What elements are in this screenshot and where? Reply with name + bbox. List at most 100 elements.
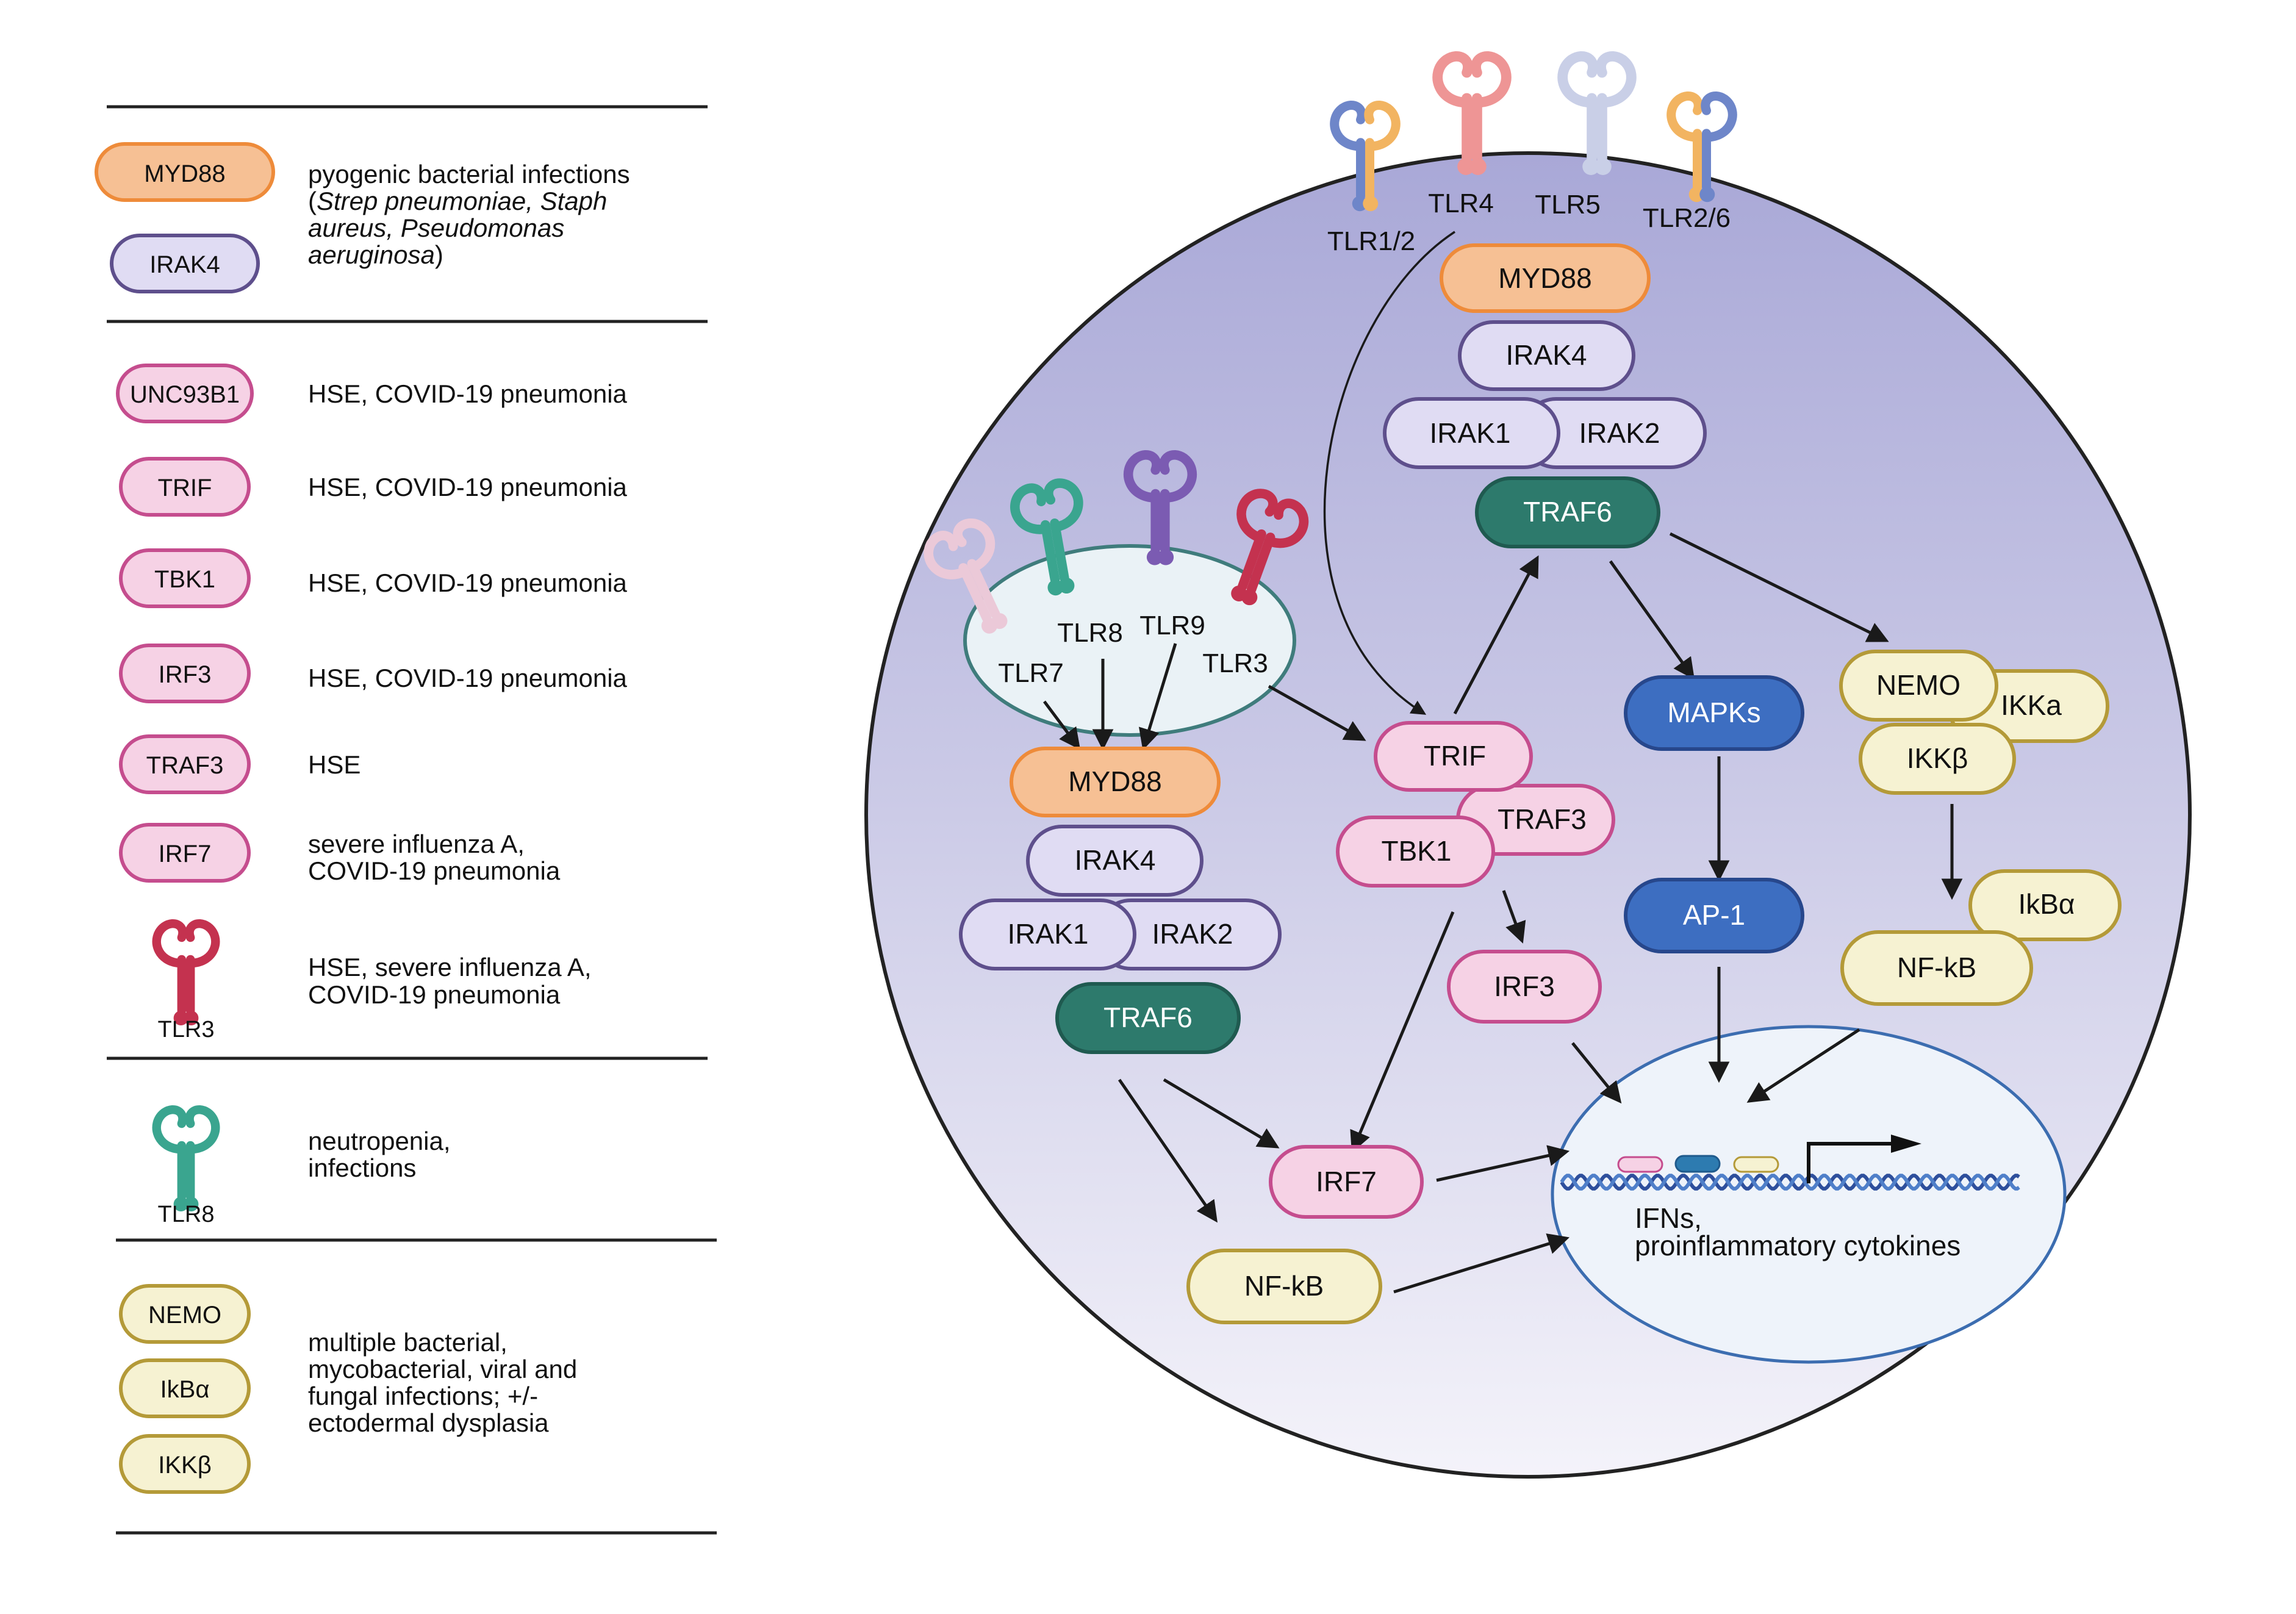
arrow-traf6-to-irf7 <box>1163 1078 1280 1149</box>
legend-row-unc93b1: UNC93B1 HSE, COVID-19 pneumonia <box>116 364 628 423</box>
legend-description: HSE, COVID-19 pneumonia <box>308 379 628 408</box>
node-label: MYD88 <box>1068 766 1161 797</box>
node-ap1: AP-1 <box>1624 878 1804 953</box>
pill-shape <box>95 142 275 202</box>
legend-description: pyogenic bacterial infections(Strep pneu… <box>308 160 630 269</box>
gene-segments <box>1617 1155 1779 1173</box>
arrow-nfkb-to-nucleus <box>1746 1028 1860 1103</box>
pill-shape <box>110 234 260 293</box>
legend-pill-label: MYD88 <box>144 160 225 187</box>
pill-shape <box>119 548 251 608</box>
arrow-tbk1-to-irf7 <box>1350 911 1455 1153</box>
arrow-traf6-to-mapks <box>1609 560 1695 680</box>
legend-receptor-label: TLR3 <box>158 1017 215 1042</box>
endosome-traf6: TRAF6 <box>1055 982 1241 1054</box>
arrow-tlr9-to-myd88 <box>1138 643 1177 751</box>
arrow-tlr3-to-trif <box>1268 684 1366 741</box>
legend-row-trif: TRIF HSE, COVID-19 pneumonia <box>119 457 628 517</box>
tlr3-receptor-icon <box>152 919 220 1025</box>
legend-row-tbk1: TBK1 HSE, COVID-19 pneumonia <box>119 548 628 608</box>
tlr7-receptor-icon <box>924 518 1008 634</box>
pill-shape <box>1624 675 1804 751</box>
pill-shape <box>1839 650 1998 722</box>
surface-myd88: MYD88 <box>1440 243 1651 313</box>
arrow-tbk1-to-irf3 <box>1502 890 1526 944</box>
node-tbk1: TBK1 <box>1336 816 1495 888</box>
endosome <box>963 544 1296 737</box>
pill-shape <box>1447 950 1602 1024</box>
legend-pill-label: TBK1 <box>154 566 215 593</box>
transcription-arrowhead <box>1891 1135 1921 1153</box>
pill-shape <box>1624 878 1804 953</box>
pill-shape <box>1055 982 1241 1054</box>
arrow-nfkb-lower-to-nucleus <box>1393 1233 1570 1294</box>
node-label: NF-kB <box>1244 1270 1324 1302</box>
node-nfkb-lower: NF-kB <box>1186 1249 1382 1324</box>
legend-description: HSE, COVID-19 pneumonia <box>308 473 628 501</box>
node-label: TRIF <box>1424 740 1486 772</box>
receptor-label-tlr3: TLR3 <box>1202 648 1268 678</box>
arrow-traf6-to-nfkb <box>1118 1078 1218 1223</box>
cell: TLR1/2 TLR4 TLR5 TLR2/6 TLR7 TLR8 TLR9 T… <box>864 51 2192 1479</box>
pill-shape <box>1840 930 2033 1006</box>
legend-pill-ikkb: IKKβ <box>119 1434 251 1494</box>
pill-shape <box>1010 747 1221 817</box>
legend: MYD88 IRAK4 pyogenic bacterial infection… <box>95 105 717 1535</box>
pill-shape <box>119 457 251 517</box>
arrow-trif-to-traf6 <box>1453 555 1539 715</box>
arrow-irf3-to-nucleus <box>1571 1042 1622 1104</box>
node-label: MAPKs <box>1667 697 1760 728</box>
arrow-irf7-to-nucleus <box>1436 1145 1570 1182</box>
receptor-label-tlr5: TLR5 <box>1535 190 1601 220</box>
node-label: TRAF6 <box>1523 496 1612 528</box>
legend-description: HSE <box>308 750 361 779</box>
node-label: IRAK4 <box>1506 339 1587 371</box>
legend-description: COVID-19 pneumonia <box>308 856 561 885</box>
receptor-label-tlr4: TLR4 <box>1428 188 1494 218</box>
receptor-label-tlr1-2: TLR1/2 <box>1327 226 1415 256</box>
node-label: IRF3 <box>1494 970 1555 1002</box>
node-label: MYD88 <box>1498 262 1591 294</box>
node-label: IRAK4 <box>1075 844 1156 876</box>
node-label: IRAK2 <box>1579 417 1660 449</box>
tlr8-receptor-icon <box>152 1105 220 1211</box>
legend-description: multiple bacterial,mycobacterial, viral … <box>308 1328 577 1437</box>
node-label: IRF7 <box>1316 1166 1377 1197</box>
node-mapks: MAPKs <box>1624 675 1804 751</box>
legend-pill-label: IRF7 <box>159 841 212 867</box>
node-nemo: NEMO <box>1839 650 1998 722</box>
node-trif: TRIF <box>1374 721 1533 792</box>
legend-description: HSE, COVID-19 pneumonia <box>308 664 628 692</box>
pill-shape <box>1026 825 1204 897</box>
pill-shape <box>116 364 254 423</box>
node-label: IRAK1 <box>1008 918 1089 950</box>
gene-segment-pink <box>1617 1156 1663 1173</box>
pill-shape <box>119 1358 251 1418</box>
receptor-label-tlr7: TLR7 <box>998 658 1064 688</box>
node-label: IKKa <box>2001 689 2062 721</box>
pill-shape <box>1475 476 1660 548</box>
legend-pill-nemo: NEMO <box>119 1284 251 1344</box>
pill-shape <box>119 644 251 703</box>
receptor-label-tlr9: TLR9 <box>1139 611 1205 640</box>
legend-description: HSE, severe influenza A, <box>308 953 592 981</box>
legend-row-traf3: TRAF3 HSE <box>119 734 361 794</box>
legend-row-tlr3: TLR3 HSE, severe influenza A, COVID-19 p… <box>152 919 592 1042</box>
pill-shape <box>1336 816 1495 888</box>
pill-shape <box>1374 721 1533 792</box>
surface-irak2: IRAK2 <box>1520 397 1707 469</box>
surface-traf6: TRAF6 <box>1475 476 1660 548</box>
pill-shape <box>1269 1145 1424 1219</box>
pill-shape <box>1440 243 1651 313</box>
transcription-start-arrow <box>1807 1142 1906 1183</box>
arrow-tlr7-to-myd88 <box>1042 700 1081 750</box>
legend-pill-label: TRIF <box>158 475 212 501</box>
node-nfkb: NF-kB <box>1840 930 2033 1006</box>
node-ikkb: IKKβ <box>1859 723 2016 795</box>
tlr8-receptor-icon <box>1010 478 1083 596</box>
gene-segment-cream <box>1733 1156 1779 1173</box>
legend-description: HSE, COVID-19 pneumonia <box>308 568 628 597</box>
legend-row-irf7: IRF7 severe influenza A, COVID-19 pneumo… <box>119 823 561 885</box>
endosome-myd88: MYD88 <box>1010 747 1221 817</box>
